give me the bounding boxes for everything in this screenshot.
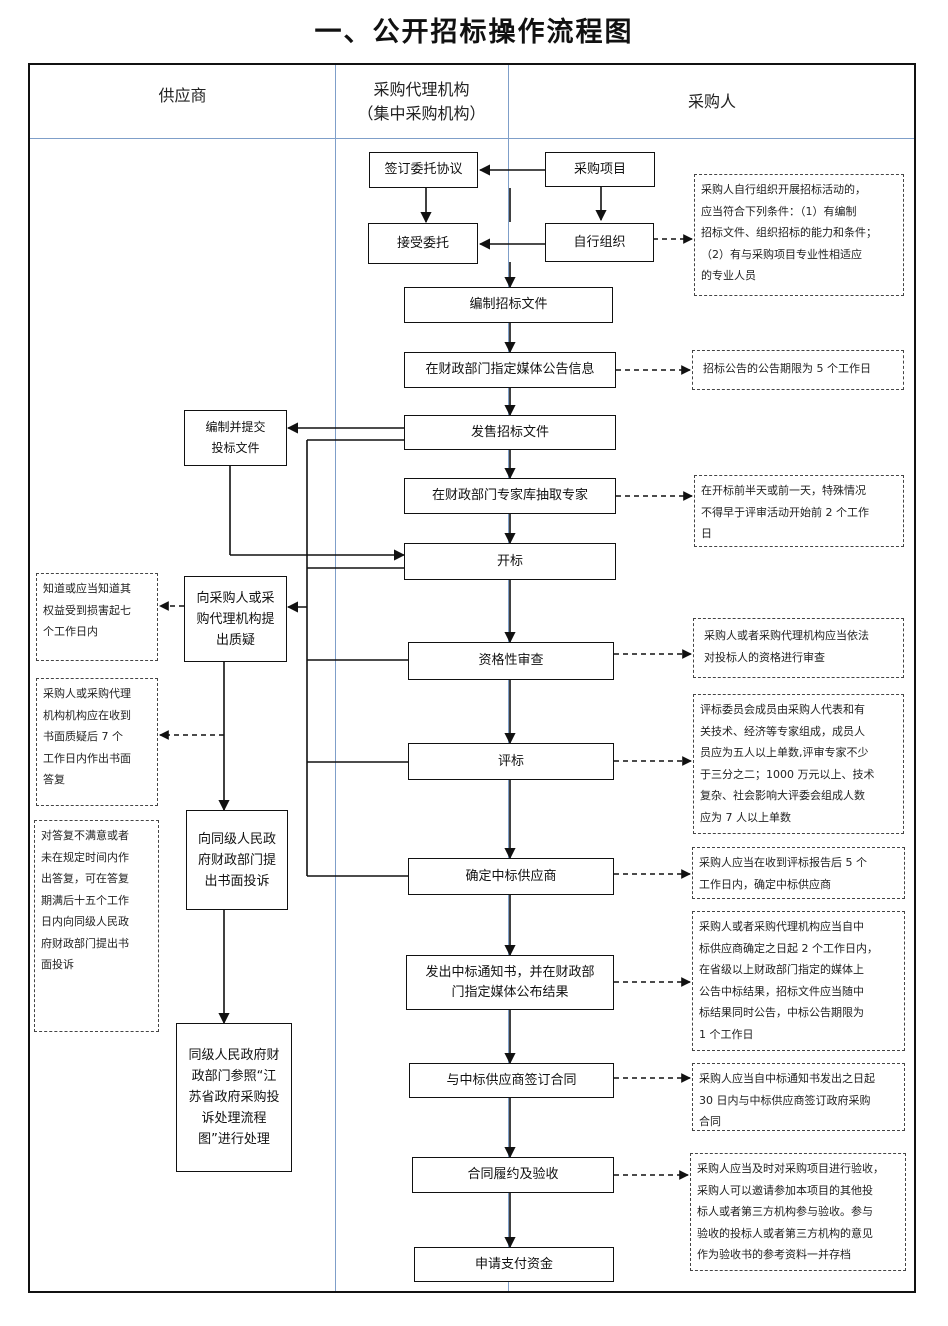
sign-contract-box: 与中标供应商签订合同: [409, 1063, 614, 1098]
evaluation-committee-note-text: 评标委员会成员由采购人代表和有 关技术、经济等专家组成，成员人 员应为五人以上单…: [700, 703, 875, 824]
complaint-deadline-note: 对答复不满意或者 未在规定时间内作 出答复，可在答复 期满后十五个工作 日内向同…: [34, 820, 159, 1032]
publish-info-box: 在财政部门指定媒体公告信息: [404, 352, 616, 388]
column-divider-1: [335, 65, 336, 1291]
prepare-docs-box: 编制招标文件: [404, 287, 613, 323]
draw-experts-note-text: 在开标前半天或前一天，特殊情况 不得早于评审活动开始前 2 个工作 日: [701, 484, 869, 540]
column-header-agency: 采购代理机构 （集中采购机构）: [335, 78, 508, 126]
draw-experts-box: 在财政部门专家库抽取专家: [404, 478, 616, 514]
self-organize-note: 采购人自行组织开展招标活动的， 应当符合下列条件：（1）有编制 招标文件、组织招…: [694, 174, 904, 296]
sign-contract-note: 采购人应当自中标通知书发出之日起 30 日内与中标供应商签订政府采购 合同: [692, 1063, 905, 1131]
sign-agreement-box: 签订委托协议: [369, 152, 478, 188]
announce-period-note: 招标公告的公告期限为 5 个工作日: [692, 350, 904, 390]
submit-bid-box: 编制并提交投标文件: [184, 410, 287, 466]
qualification-review-box: 资格性审查: [408, 642, 614, 680]
publish-result-note: 采购人或者采购代理机构应当自中 标供应商确定之日起 2 个工作日内， 在省级以上…: [692, 911, 905, 1051]
determine-winner-box: 确定中标供应商: [408, 858, 614, 895]
acceptance-note: 采购人应当及时对采购项目进行验收， 采购人可以邀请参加本项目的其他投 标人或者第…: [690, 1153, 906, 1271]
acceptance-note-text: 采购人应当及时对采购项目进行验收， 采购人可以邀请参加本项目的其他投 标人或者第…: [697, 1162, 884, 1261]
procurement-project-box: 采购项目: [545, 152, 655, 187]
apply-payment-box: 申请支付资金: [414, 1247, 614, 1282]
self-organize-note-text: 采购人自行组织开展招标活动的， 应当符合下列条件：（1）有编制 招标文件、组织招…: [701, 183, 877, 282]
reply-deadline-note: 采购人或采购代理 机构机构应在收到 书面质疑后 7 个 工作日内作出书面 答复: [36, 678, 158, 806]
sell-docs-box: 发售招标文件: [404, 415, 616, 450]
draw-experts-note: 在开标前半天或前一天，特殊情况 不得早于评审活动开始前 2 个工作 日: [694, 475, 904, 547]
evaluate-bids-box: 评标: [408, 743, 614, 780]
column-header-agency-line1: 采购代理机构: [373, 80, 470, 99]
finance-handle-box: 同级人民政府财政部门参照“江苏省政府采购投诉处理流程图”进行处理: [176, 1023, 292, 1172]
notify-winner-box: 发出中标通知书，并在财政部门指定媒体公布结果: [406, 955, 614, 1010]
raise-query-box: 向采购人或采购代理机构提出质疑: [184, 576, 287, 662]
qualification-note: 采购人或者采购代理机构应当依法 对投标人的资格进行审查: [693, 618, 904, 678]
column-header-purchaser: 采购人: [687, 92, 736, 111]
flowchart-frame: [28, 63, 916, 1293]
query-deadline-note: 知道或应当知道其 权益受到损害起七 个工作日内: [36, 573, 158, 661]
page-title: 一、公开招标操作流程图: [314, 17, 634, 48]
complaint-deadline-note-text: 对答复不满意或者 未在规定时间内作 出答复，可在答复 期满后十五个工作 日内向同…: [41, 829, 129, 971]
open-bids-box: 开标: [404, 543, 616, 580]
announce-period-note-text: 招标公告的公告期限为 5 个工作日: [703, 362, 871, 375]
perform-accept-box: 合同履约及验收: [412, 1157, 614, 1193]
column-header-agency-line2: （集中采购机构）: [357, 104, 486, 123]
header-divider: [30, 138, 914, 139]
self-organize-box: 自行组织: [545, 223, 654, 262]
query-deadline-note-text: 知道或应当知道其 权益受到损害起七 个工作日内: [43, 582, 131, 638]
sign-contract-note-text: 采购人应当自中标通知书发出之日起 30 日内与中标供应商签订政府采购 合同: [699, 1072, 875, 1128]
determine-winner-note: 采购人应当在收到评标报告后 5 个 工作日内，确定中标供应商: [692, 847, 905, 899]
accept-entrust-box: 接受委托: [368, 223, 478, 264]
file-complaint-box: 向同级人民政府财政部门提出书面投诉: [186, 810, 288, 910]
column-header-supplier: 供应商: [158, 86, 207, 105]
publish-result-note-text: 采购人或者采购代理机构应当自中 标供应商确定之日起 2 个工作日内， 在省级以上…: [699, 920, 878, 1041]
determine-winner-note-text: 采购人应当在收到评标报告后 5 个 工作日内，确定中标供应商: [699, 856, 867, 891]
reply-deadline-note-text: 采购人或采购代理 机构机构应在收到 书面质疑后 7 个 工作日内作出书面 答复: [43, 687, 131, 786]
evaluation-committee-note: 评标委员会成员由采购人代表和有 关技术、经济等专家组成，成员人 员应为五人以上单…: [693, 694, 904, 834]
qualification-note-text: 采购人或者采购代理机构应当依法 对投标人的资格进行审查: [704, 629, 869, 664]
